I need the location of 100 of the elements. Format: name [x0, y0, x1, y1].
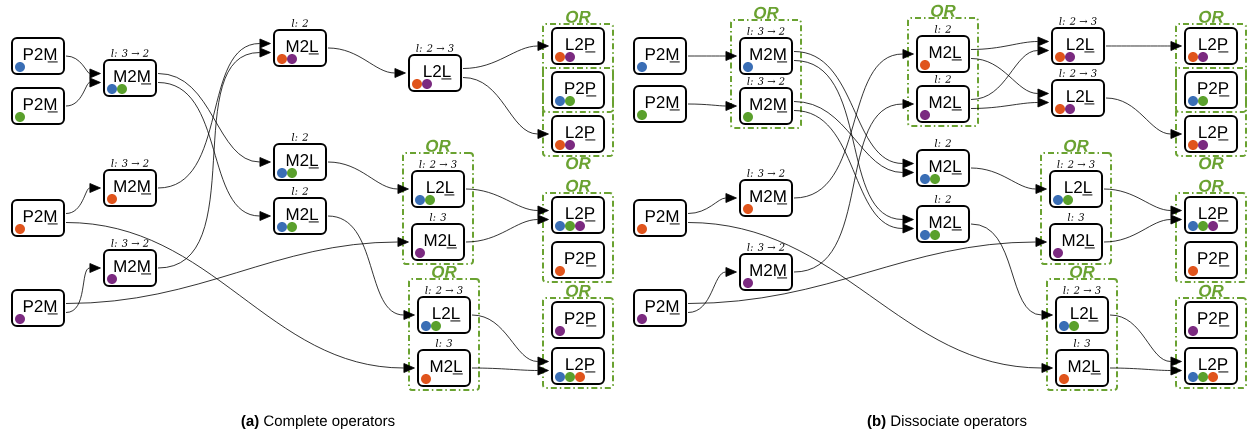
operator-box: M2M: [103, 59, 157, 97]
level-label: l: 3 → 2: [747, 77, 785, 85]
arrow: [970, 167, 1047, 194]
arrow: [793, 60, 914, 225]
arrow: [687, 222, 1053, 373]
operator-box: M2L: [916, 149, 970, 187]
arrow: [970, 36, 1049, 50]
arrow: [970, 97, 1049, 109]
arrow: [1103, 214, 1182, 243]
operator-box: P2P: [1184, 241, 1238, 279]
arrow: [65, 55, 101, 79]
arrow: [1103, 188, 1182, 216]
node-label: OR: [566, 179, 591, 192]
arrow: [793, 49, 914, 199]
operator-box: L2P: [551, 347, 605, 385]
level-label: l: 2: [934, 75, 951, 83]
node-label: OR: [566, 157, 591, 170]
operator-box: L2L: [408, 54, 462, 92]
level-label: l: 3: [1067, 213, 1084, 221]
operator-box: L2P: [1184, 347, 1238, 385]
arrow: [1109, 314, 1182, 367]
arrow: [471, 365, 549, 376]
node-label: OR: [1199, 284, 1224, 297]
operator-box: L2L: [1051, 79, 1105, 117]
level-label: l: 2 → 3: [419, 160, 457, 168]
operator-box: P2M: [11, 289, 65, 327]
caption: (a) Complete operators: [241, 415, 395, 429]
arrow: [687, 193, 737, 214]
node-label: OR: [1199, 157, 1224, 170]
operator-box: M2L: [273, 197, 327, 235]
level-label: l: 2: [291, 133, 308, 141]
arrow: [465, 214, 549, 243]
level-label: l: 2 → 3: [425, 286, 463, 294]
arrow: [157, 47, 271, 269]
operator-box: P2M: [633, 85, 687, 123]
operator-box: M2L: [916, 35, 970, 73]
operator-box: L2P: [1184, 115, 1238, 153]
level-label: l: 2: [934, 139, 951, 147]
level-label: l: 2 → 3: [1057, 160, 1095, 168]
operator-box: P2P: [1184, 71, 1238, 109]
arrow: [462, 77, 549, 139]
arrow: [793, 51, 914, 169]
operator-box: M2M: [103, 169, 157, 207]
operator-box: L2P: [551, 115, 605, 153]
arrow: [970, 58, 1049, 99]
operator-box: M2M: [103, 249, 157, 287]
operator-box: M2L: [417, 349, 471, 387]
arrow: [471, 314, 549, 367]
operator-box: M2L: [916, 85, 970, 123]
operator-box: M2M: [739, 37, 793, 75]
level-label: l: 3: [1073, 339, 1090, 347]
operator-box: P2M: [11, 37, 65, 75]
arrow: [970, 45, 1049, 100]
node-label: OR: [754, 6, 779, 19]
level-label: l: 3 → 2: [111, 49, 149, 57]
arrow: [65, 222, 415, 373]
operator-box: M2M: [739, 87, 793, 125]
arrow: [687, 51, 737, 61]
operator-box: M2L: [411, 223, 465, 261]
level-label: l: 2 → 3: [1059, 69, 1097, 77]
operator-box: M2L: [1049, 223, 1103, 261]
arrow: [327, 47, 406, 78]
arrow: [157, 73, 271, 167]
arrow: [65, 237, 409, 304]
arrow: [1105, 97, 1182, 139]
level-label: l: 2 → 3: [1063, 286, 1101, 294]
operator-box: P2P: [551, 301, 605, 339]
operator-box: P2M: [11, 87, 65, 125]
level-label: l: 2: [934, 195, 951, 203]
operator-box: M2L: [916, 205, 970, 243]
arrow: [687, 237, 1047, 304]
level-label: l: 2 → 3: [416, 44, 454, 52]
node-label: OR: [931, 4, 956, 17]
level-label: l: 2: [934, 25, 951, 33]
arrow: [65, 263, 101, 313]
node-label: OR: [1199, 179, 1224, 192]
operator-box: P2P: [1184, 301, 1238, 339]
node-label: OR: [432, 265, 457, 278]
node-label: OR: [1070, 265, 1095, 278]
arrow: [793, 110, 914, 234]
arrow: [793, 101, 914, 178]
level-label: l: 2: [291, 187, 308, 195]
arrow: [687, 267, 737, 313]
arrow: [462, 41, 549, 69]
operator-box: M2L: [273, 143, 327, 181]
arrow: [157, 38, 271, 189]
arrow: [465, 188, 549, 216]
node-label: OR: [566, 10, 591, 23]
level-label: l: 3 → 2: [111, 159, 149, 167]
operator-box: L2L: [417, 296, 471, 334]
operator-box: M2L: [1055, 349, 1109, 387]
level-label: l: 3 → 2: [747, 169, 785, 177]
node-label: OR: [1199, 10, 1224, 23]
operator-box: P2M: [11, 199, 65, 237]
operator-box: L2P: [551, 27, 605, 65]
arrow: [65, 183, 101, 214]
node-label: OR: [426, 139, 451, 152]
operator-box: P2M: [633, 199, 687, 237]
operator-box: M2M: [739, 179, 793, 217]
arrow: [970, 223, 1053, 320]
